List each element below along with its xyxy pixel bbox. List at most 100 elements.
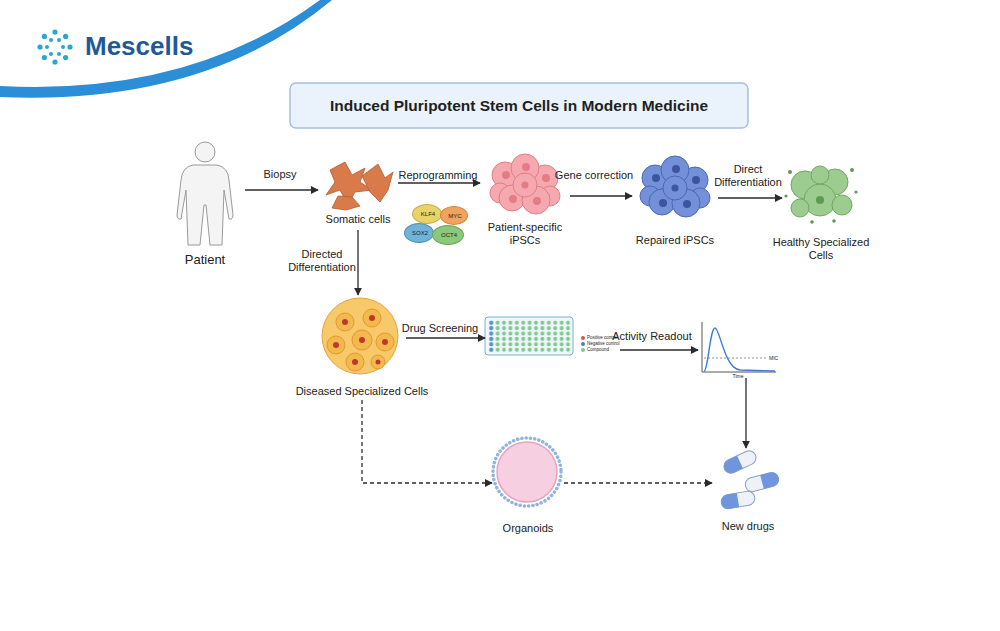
cell (791, 199, 809, 217)
nucleus (683, 200, 691, 208)
flow-arrow (620, 349, 698, 350)
logo-dot (42, 34, 47, 39)
logo-dot (57, 52, 61, 56)
cell (663, 176, 687, 200)
node-text: Healthy Specialized Cells (771, 236, 871, 262)
edge-label: Direct Differentiation (708, 163, 788, 189)
cell (363, 309, 381, 327)
logo-dot (52, 59, 57, 64)
cell-node: Repaired iPSCs (632, 158, 718, 248)
factor-blob: SOX2 (404, 223, 434, 243)
logo-dot (61, 45, 65, 49)
cell-node: Somatic cells (318, 158, 398, 230)
flow-arrow (406, 337, 485, 338)
capsule-shell (720, 490, 756, 510)
logo-dot (57, 38, 61, 42)
nucleus (352, 359, 358, 365)
capsules (720, 448, 780, 509)
logo-dot (37, 44, 42, 49)
nucleus (509, 195, 517, 203)
capsule-shell (744, 471, 780, 493)
edge-label: Gene correction (539, 169, 649, 182)
edge-label: Directed Differentiation (282, 248, 362, 274)
logo-dot (49, 52, 53, 56)
nuclei (652, 165, 700, 208)
logo-dot (42, 55, 47, 60)
dot (816, 196, 824, 204)
nucleus (672, 185, 679, 192)
organoid-node: Organoids (492, 436, 564, 536)
logo-dot (67, 44, 72, 49)
node-text: Compound (587, 347, 627, 353)
node-text: SOX2 (405, 224, 435, 243)
nucleus (342, 319, 348, 325)
factor-blob: OCT4 (432, 225, 464, 245)
organoid-ring (493, 438, 561, 506)
dot (850, 168, 854, 172)
drug-node: New drugs (712, 448, 784, 536)
nucleus (333, 342, 339, 348)
capsule-half (760, 471, 780, 489)
repaired-cluster (640, 156, 710, 217)
plate-wells (488, 320, 494, 352)
cell (327, 336, 345, 354)
healthy-cells (791, 166, 852, 217)
well-plate (485, 317, 585, 355)
ipsc-cluster (490, 154, 560, 214)
dot (810, 220, 814, 224)
logo-dot (63, 34, 68, 39)
figure-body (177, 165, 233, 245)
node-text: New drugs (698, 520, 798, 533)
activity-graph (702, 322, 776, 372)
diseased-cells (322, 298, 398, 374)
cell (346, 353, 364, 371)
organoid (493, 438, 561, 506)
well-plate-node: Positive controlNegative controlCompound (485, 316, 620, 356)
flow-arrow (570, 195, 632, 196)
flow-arrow (745, 378, 746, 448)
nucleus (672, 165, 680, 173)
plate-wells (488, 320, 571, 352)
node-text: Diseased Specialized Cells (282, 385, 442, 398)
graph-curve (704, 328, 775, 371)
factor-blob: MYC (440, 206, 468, 225)
flow-arrow (245, 189, 318, 190)
edge-label: Reprogramming (383, 169, 493, 182)
logo-dot (63, 55, 68, 60)
node-text: OCT4 (433, 226, 465, 245)
node-text: Repaired iPSCs (612, 234, 738, 247)
nucleus (522, 182, 529, 189)
cell (376, 333, 394, 351)
diagram-title: Induced Pluripotent Stem Cells in Modern… (290, 96, 748, 116)
nucleus (542, 174, 550, 182)
capsule-half (722, 456, 743, 476)
cell-node: Patient-specific iPSCs (480, 150, 570, 255)
legend-dot (581, 342, 585, 346)
title-box (290, 83, 748, 128)
legend-dot (581, 348, 585, 352)
cell-node: Healthy Specialized Cells (782, 162, 860, 262)
capsule-half (720, 493, 739, 510)
nucleus (376, 360, 381, 365)
capsule-shell (722, 448, 759, 475)
patient-figure (177, 142, 233, 245)
cell (513, 173, 537, 197)
cell (332, 196, 360, 210)
node-text: Time (718, 373, 758, 379)
flow-arrow (357, 230, 358, 295)
logo-dot (49, 38, 53, 42)
edge-label: Drug Screening (390, 322, 490, 335)
cell-mass (322, 298, 398, 374)
nuclei (502, 163, 550, 205)
node-text: Patient (145, 252, 265, 268)
nucleus (659, 199, 667, 207)
nucleus (382, 339, 388, 345)
edge-label: Biopsy (240, 168, 320, 181)
graph-axes (702, 322, 776, 372)
figure-head (195, 142, 215, 162)
cell (371, 355, 385, 369)
node-text: MIC (769, 355, 789, 361)
dot (854, 190, 857, 193)
